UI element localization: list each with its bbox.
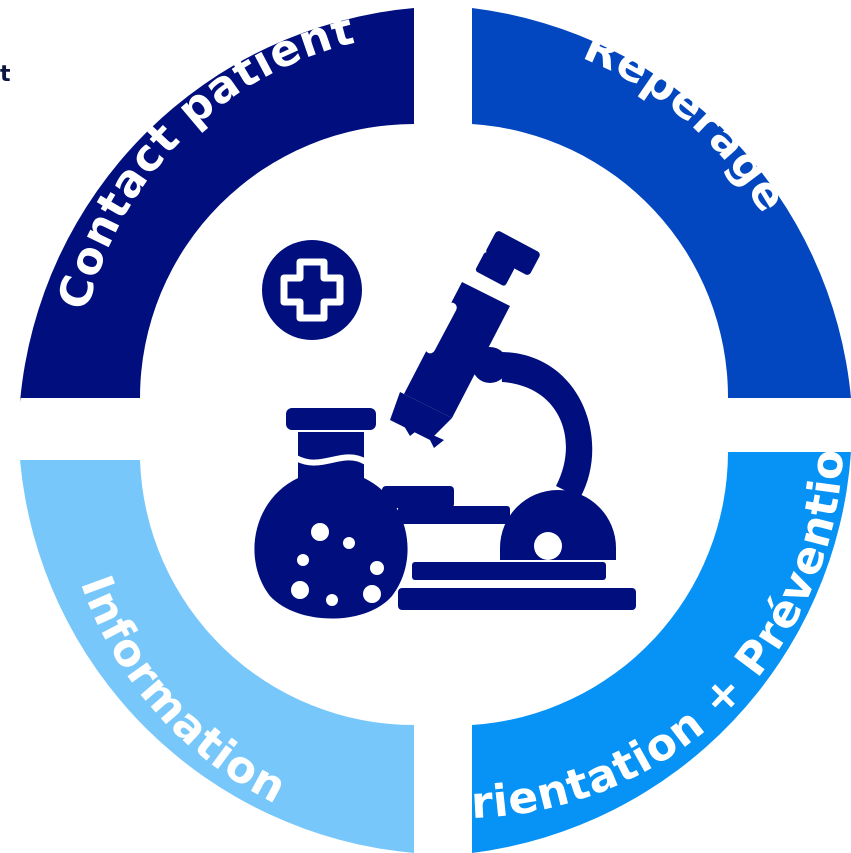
segment-reperage: [472, 8, 851, 398]
medical-cross-icon: [262, 240, 362, 340]
cropped-text-fragment: t: [0, 62, 11, 87]
segment-contact-patient: [20, 8, 414, 402]
microscope-flask-medical-icon: [254, 231, 636, 619]
segment-orientation-prevention: [472, 452, 851, 853]
flask-icon: [254, 408, 408, 619]
segment-information: [20, 460, 414, 853]
